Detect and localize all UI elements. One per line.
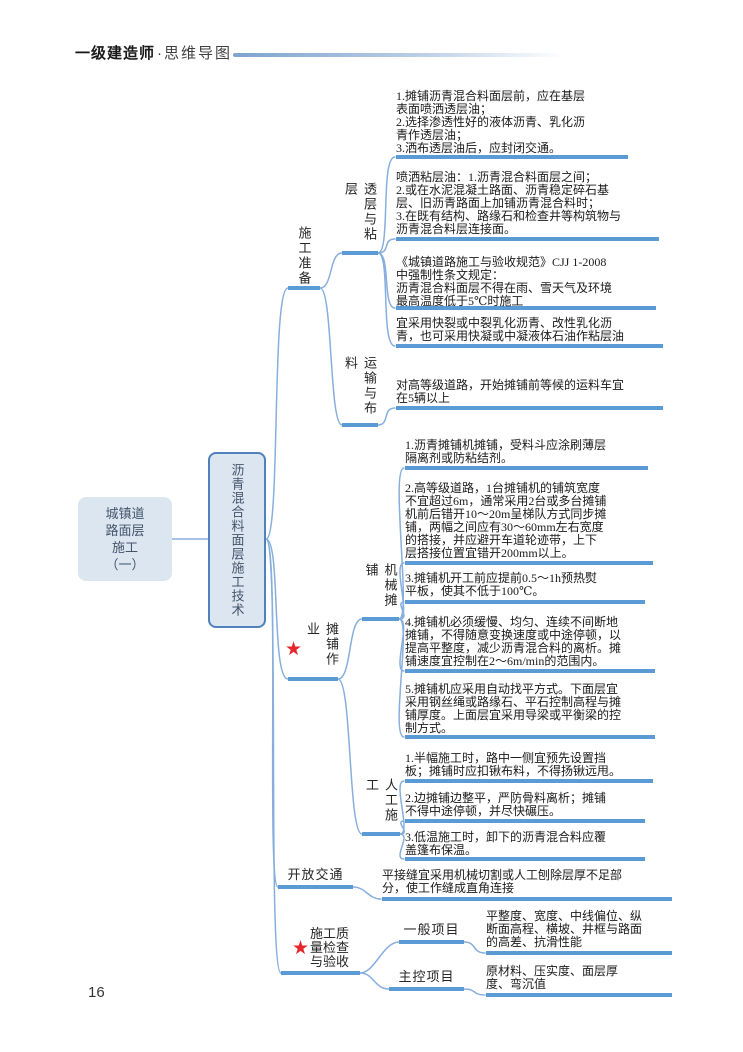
subbranch-label-tack-prime-coat: 透层与粘层	[342, 182, 378, 255]
branch-label-paving-operation: ★ 摊铺作业	[284, 622, 340, 681]
star-icon: ★	[291, 937, 310, 959]
page-header: 一级建造师·思维导图	[75, 42, 232, 63]
trunk-node: 沥青混合料面层施工技术	[208, 452, 266, 628]
leaf-note: 《城镇道路施工与验收规范》CJJ 1-2008 中强制性条文规定： 沥青混合料面…	[396, 256, 656, 310]
leaf-note: 宜采用快裂或中裂乳化沥青、改性乳化沥 青，也可采用快凝或中凝液体石油作粘层油	[396, 317, 663, 348]
subbranch-label-machine-paving: 机械摊铺	[362, 563, 399, 621]
header-separator: ·	[157, 45, 163, 62]
trunk-node-label: 沥青混合料面层施工技术	[229, 463, 245, 617]
star-icon: ★	[284, 639, 303, 660]
branch-label-construction-prep: 施工准备	[288, 226, 320, 290]
leaf-note: 对高等级道路，开始摊铺前等候的运料车宜 在5辆以上	[396, 379, 663, 410]
subbranch-label-text: 一般项目	[403, 922, 460, 937]
subbranch-label-text: 运输与布料	[343, 356, 377, 416]
branch-label-quality-inspection: ★ 施工质 量检查 与验收	[281, 925, 360, 975]
subbranch-label-transport-distribution: 运输与布料	[342, 356, 378, 427]
leaf-note: 1.沥青摊铺机摊铺，受料斗应涂刷薄层 隔离剂或防粘结剂。	[405, 439, 648, 470]
leaf-note: 2.边摊铺边整平，严防骨料离析；摊铺 不得中途停顿，并尽快碾压。	[405, 792, 645, 823]
branch-label-text: 施工质 量检查 与验收	[310, 926, 350, 969]
branch-label-text: 摊铺作业	[305, 622, 340, 667]
leaf-note: 喷洒粘层油：1.沥青混合料面层之间； 2.或在水泥混凝土路面、沥青稳定碎石基 层…	[396, 171, 659, 241]
branch-label-text: 施工准备	[296, 226, 312, 286]
leaf-note: 平接缝宜采用机械切割或人工刨除层厚不足部 分，使工作缝成直角连接	[382, 869, 672, 901]
branch-label-open-traffic: 开放交通	[278, 867, 353, 889]
leaf-note: 3.低温施工时，卸下的沥青混合料应覆 盖篷布保温。	[405, 831, 645, 861]
root-node: 城镇道 路面层 施工 （一）	[78, 497, 172, 581]
subbranch-label-manual-paving: 人工施工	[362, 778, 400, 836]
subbranch-label-general-items: 一般项目	[399, 922, 464, 944]
branch-label-text: 开放交通	[287, 867, 344, 882]
leaf-note: 1.半幅施工时，路中一侧宜预先设置挡 板；摊铺时应扣锹布料，不得扬锹远甩。	[405, 752, 653, 783]
leaf-note: 4.摊铺机必须缓慢、均匀、连续不间断地 摊铺，不得随意变换速度或中途停顿，以 提…	[405, 616, 655, 673]
leaf-note: 原材料、压实度、面层厚 度、弯沉值	[486, 965, 672, 997]
leaf-note: 3.摊铺机开工前应提前0.5～1h预热熨 平板，使其不低于100℃。	[405, 572, 645, 604]
subbranch-label-dominant-items: 主控项目	[389, 969, 464, 991]
leaf-note: 5.摊铺机应采用自动找平方式。下面层宜 采用钢丝绳或路缘石、平石控制高程与摊 铺…	[405, 683, 655, 739]
header-divider	[233, 53, 565, 57]
page-number: 16	[88, 984, 105, 1001]
leaf-note: 平整度、宽度、中线偏位、纵 断面高程、横坡、井框与路面 的高差、抗滑性能	[486, 910, 672, 955]
subbranch-label-text: 主控项目	[398, 969, 455, 984]
subbranch-label-text: 机械摊铺	[363, 563, 398, 608]
leaf-note: 2.高等级道路，1台摊铺机的铺筑宽度 不宜超过6m，通常采用2台或多台摊铺 机前…	[405, 482, 653, 565]
subbranch-label-text: 人工施工	[364, 778, 398, 823]
header-brand: 一级建造师	[75, 45, 156, 62]
leaf-note: 1.摊铺沥青混合料面层前，应在基层 表面喷洒透层油； 2.选择渗透性好的液体沥青…	[396, 90, 628, 159]
subbranch-label-text: 透层与粘层	[343, 182, 377, 242]
header-title: 思维导图	[164, 45, 233, 62]
